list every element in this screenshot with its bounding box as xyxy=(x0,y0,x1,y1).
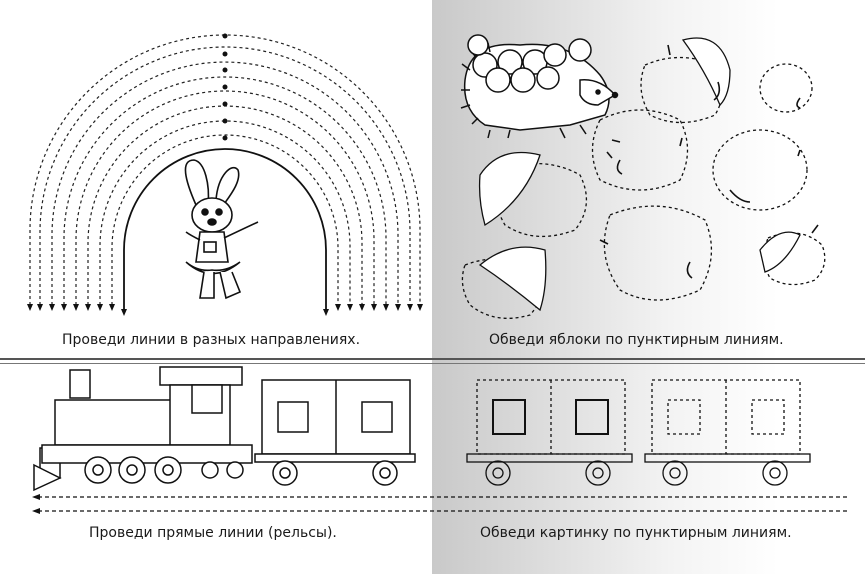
caption-bottom-left: Проведи прямые линии (рельсы). xyxy=(89,525,337,541)
apple-stems-icon xyxy=(599,44,819,279)
rail-arrow-heads xyxy=(32,494,40,514)
hedgehog-icon xyxy=(460,34,619,139)
wagon-left-icon xyxy=(254,379,416,486)
page-divider-top xyxy=(0,358,865,360)
arrow-heads xyxy=(27,304,423,316)
wagon-right-dashed-icon[interactable] xyxy=(644,379,811,486)
rainbow-tracing-arcs[interactable] xyxy=(29,34,421,305)
page-divider-bottom xyxy=(0,363,865,364)
apple-leaves-icon xyxy=(478,37,801,312)
rails-tracing-lines[interactable] xyxy=(38,496,850,512)
rainbow-solid-arc xyxy=(123,148,327,310)
rainbow-dots xyxy=(222,33,228,141)
locomotive-icon xyxy=(33,366,253,492)
caption-top-left: Проведи линии в разных направлениях. xyxy=(62,332,361,348)
wagon-right-solid-icon[interactable] xyxy=(466,379,633,486)
caption-bottom-right: Обведи картинку по пунктирным линиям. xyxy=(480,525,792,541)
bunny-icon xyxy=(184,159,259,300)
caption-top-right: Обведи яблоки по пунктирным линиям. xyxy=(489,332,784,348)
left-page xyxy=(0,0,432,574)
